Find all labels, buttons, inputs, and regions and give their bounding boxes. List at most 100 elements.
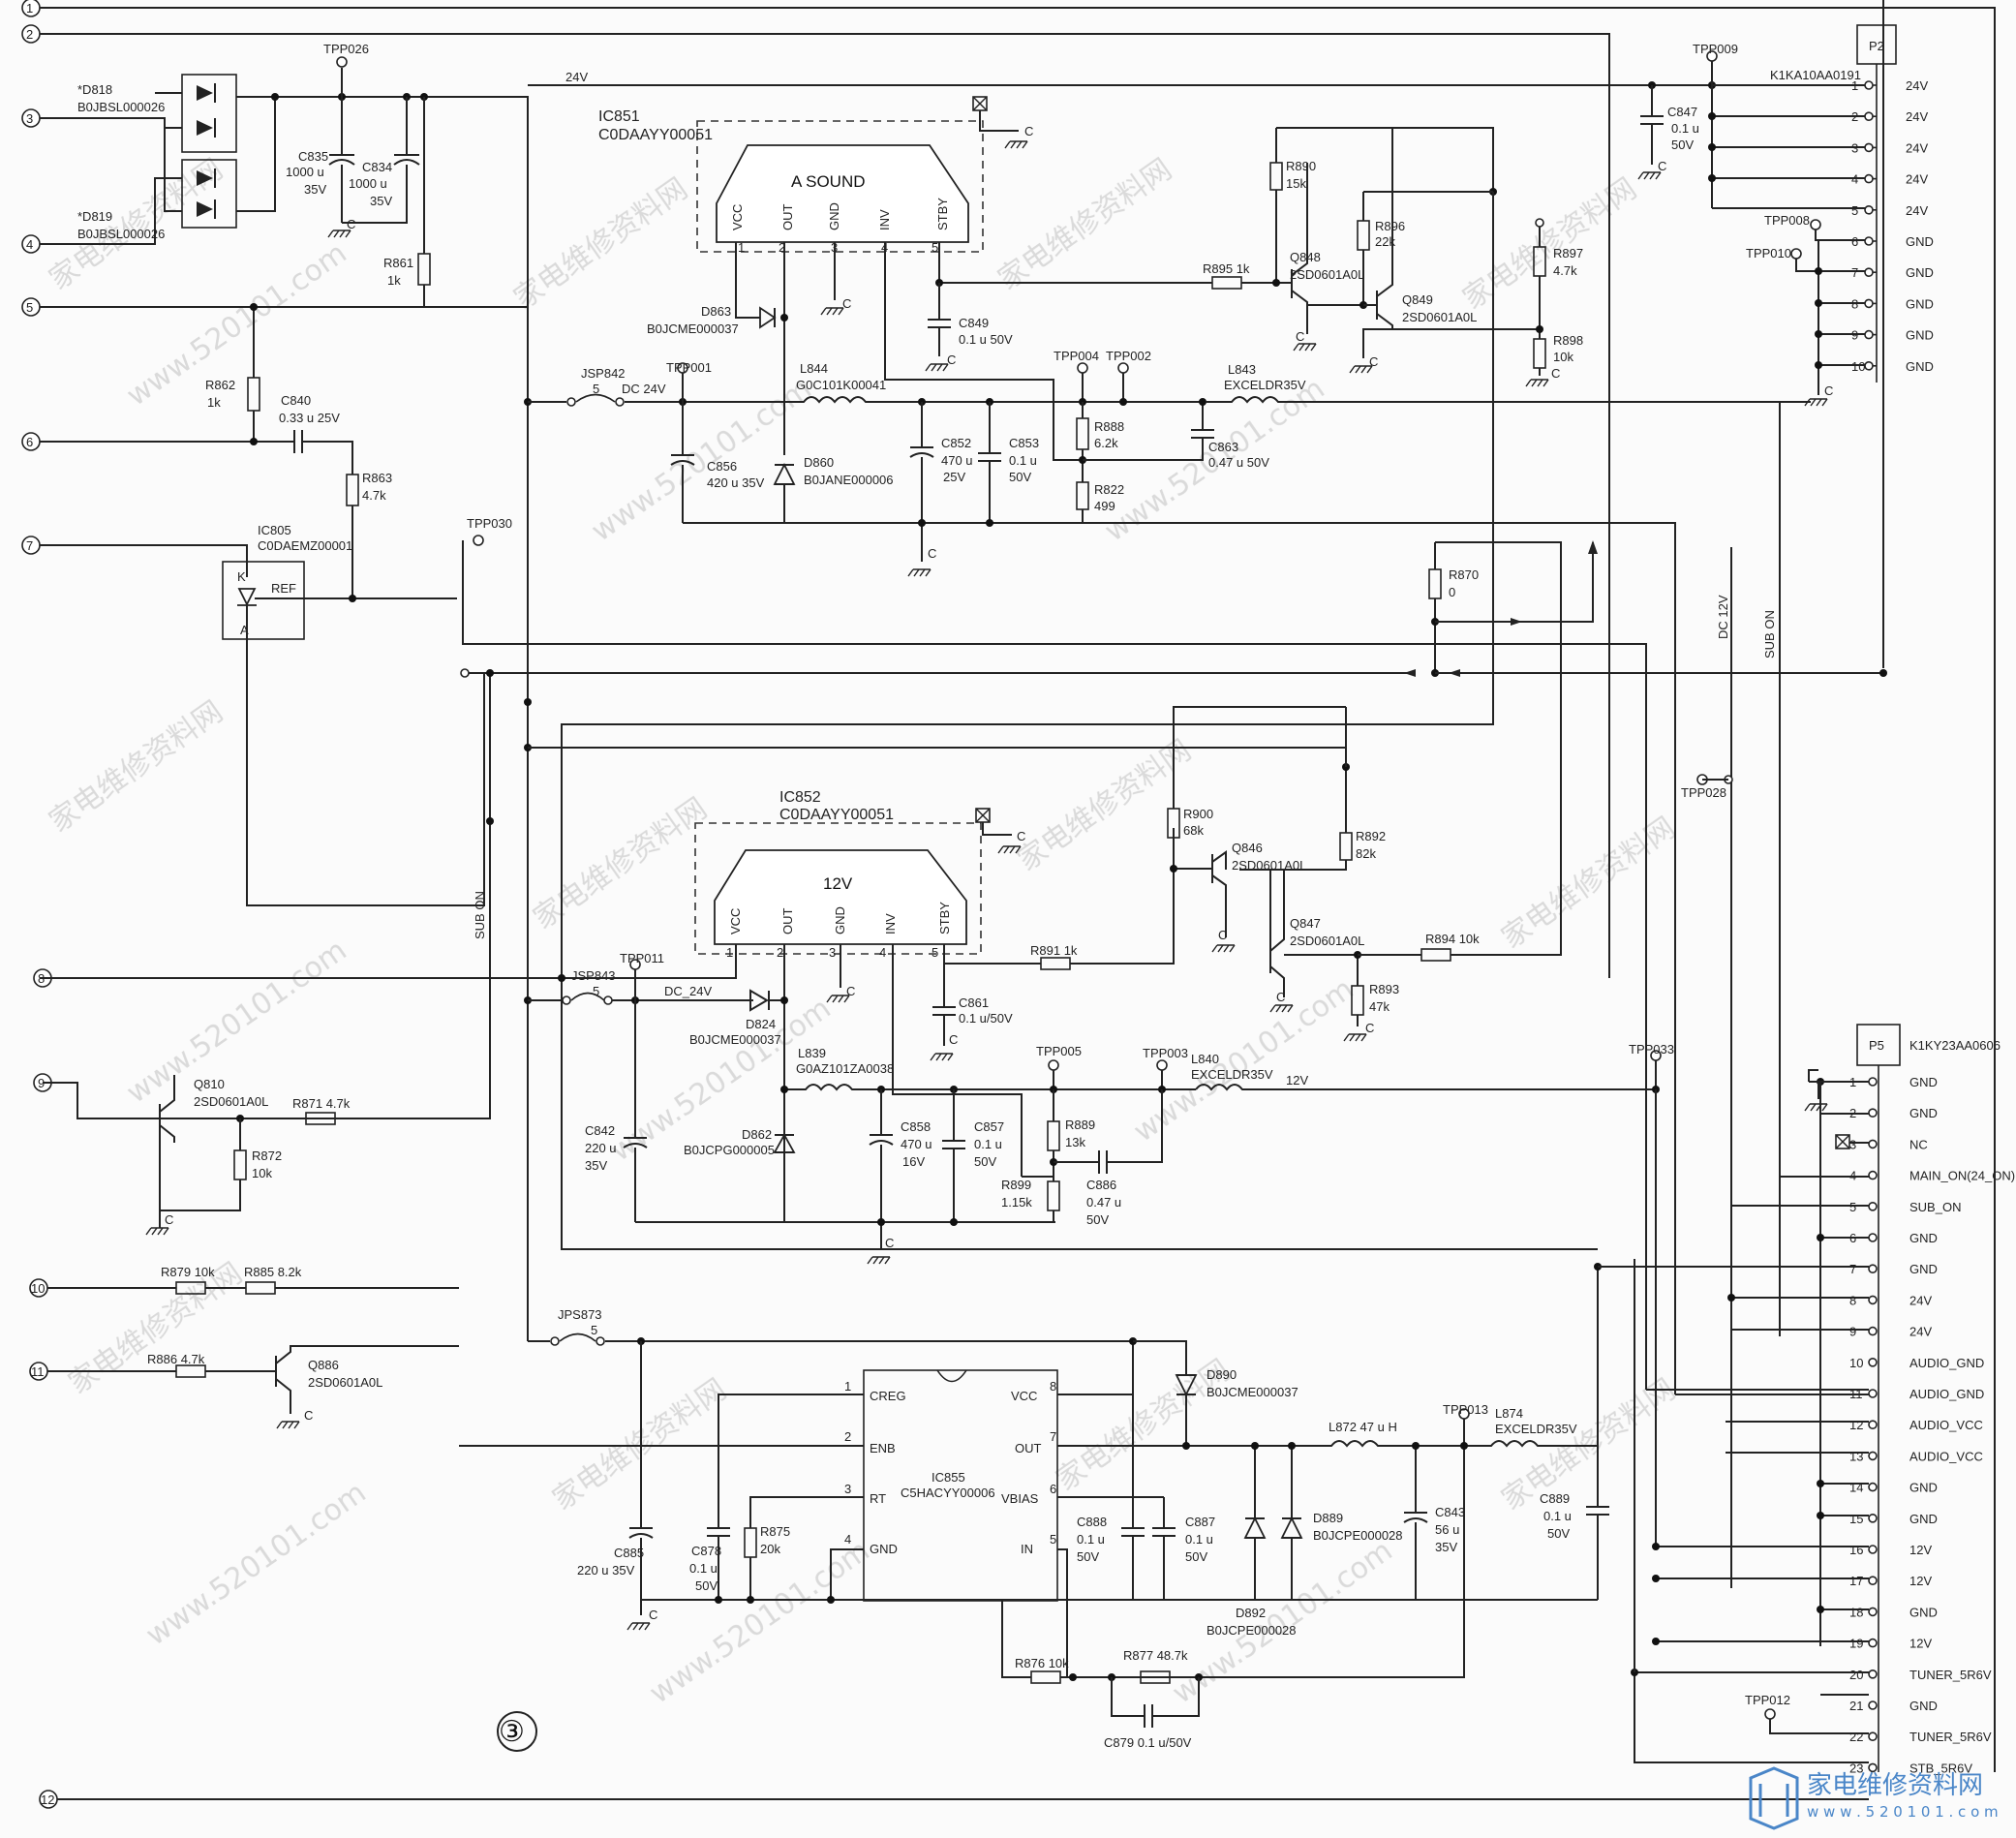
- svg-text:R899: R899: [1001, 1178, 1031, 1192]
- svg-text:3: 3: [26, 111, 33, 126]
- connector-p2: P2 K1KA10AA0191: [1770, 24, 1897, 383]
- svg-text:4: 4: [844, 1532, 851, 1547]
- svg-text:C: C: [842, 296, 851, 311]
- p2-pin: [1864, 236, 1874, 246]
- p5-pin-signal: GND: [1909, 1231, 1938, 1245]
- svg-text:C840: C840: [281, 393, 311, 408]
- svg-text:R894 10k: R894 10k: [1425, 932, 1480, 946]
- svg-text:C0DAAYY00051: C0DAAYY00051: [779, 807, 894, 823]
- p5-pin: [1868, 1170, 1878, 1180]
- svg-text:Q886: Q886: [308, 1358, 339, 1372]
- svg-text:IC851: IC851: [598, 108, 640, 125]
- svg-text:C: C: [1824, 383, 1833, 398]
- svg-text:OUT: OUT: [780, 908, 795, 935]
- p5-pin-signal: AUDIO_VCC: [1909, 1418, 1983, 1432]
- svg-text:TPP026: TPP026: [323, 42, 369, 56]
- svg-text:0.1 u/50V: 0.1 u/50V: [959, 1011, 1013, 1026]
- svg-text:Q849: Q849: [1402, 292, 1433, 307]
- p5-pin-number: 20: [1849, 1668, 1863, 1682]
- svg-text:L843: L843: [1228, 362, 1256, 377]
- p5-pin-signal: AUDIO_VCC: [1909, 1449, 1983, 1463]
- p2-pin-number: 8: [1851, 296, 1858, 311]
- p5-pin: [1868, 1202, 1878, 1211]
- svg-text:499: 499: [1094, 499, 1115, 513]
- p5-pin: [1868, 1358, 1878, 1367]
- p5-pin-signal: 12V: [1909, 1574, 1932, 1588]
- p5-pin: [1868, 1451, 1878, 1461]
- svg-text:2: 2: [844, 1429, 851, 1444]
- svg-text:TPP033: TPP033: [1629, 1042, 1674, 1057]
- svg-text:TPP002: TPP002: [1106, 349, 1151, 363]
- svg-text:1: 1: [26, 1, 33, 15]
- svg-text:C: C: [649, 1608, 657, 1622]
- svg-text:R890: R890: [1286, 159, 1316, 173]
- svg-text:Q846: Q846: [1232, 841, 1263, 855]
- svg-text:C: C: [846, 984, 855, 998]
- svg-text:2: 2: [779, 240, 785, 255]
- svg-text:C: C: [165, 1212, 173, 1227]
- p5-pin-number: 4: [1849, 1169, 1856, 1183]
- svg-text:5: 5: [932, 945, 938, 960]
- p5-pin-number: 22: [1849, 1730, 1863, 1744]
- svg-text:A SOUND: A SOUND: [791, 172, 866, 191]
- svg-text:C: C: [1218, 928, 1227, 942]
- svg-text:Q847: Q847: [1290, 916, 1321, 931]
- svg-text:C: C: [347, 217, 355, 231]
- watermark-text: 家电维修资料网: [63, 1256, 249, 1400]
- svg-text:B0JCME000037: B0JCME000037: [1207, 1385, 1298, 1399]
- p2-pin: [1864, 173, 1874, 184]
- svg-text:82k: 82k: [1356, 846, 1376, 861]
- p2-pin-signal: GND: [1906, 234, 1934, 249]
- svg-text:1: 1: [738, 240, 745, 255]
- svg-text:D889: D889: [1313, 1511, 1343, 1525]
- svg-text:0.1 u: 0.1 u: [974, 1137, 1002, 1151]
- p2-pin-signal: GND: [1906, 265, 1934, 280]
- svg-text:0.1 u: 0.1 u: [689, 1561, 718, 1576]
- svg-text:JSP842: JSP842: [581, 366, 626, 381]
- svg-text:INV: INV: [883, 913, 898, 934]
- svg-text:0.1 u: 0.1 u: [1009, 453, 1037, 468]
- p5-pin: [1868, 1139, 1878, 1149]
- svg-text:INV: INV: [877, 209, 892, 230]
- watermark-text: 家电维修资料网: [508, 171, 694, 316]
- svg-text:22k: 22k: [1375, 234, 1395, 249]
- p5-pin-number: 2: [1849, 1106, 1856, 1120]
- p5-pin: [1868, 1607, 1878, 1617]
- svg-text:R892: R892: [1356, 829, 1386, 843]
- svg-text:C: C: [949, 1032, 958, 1047]
- svg-text:0.33 u 25V: 0.33 u 25V: [279, 411, 340, 425]
- p5-pin-signal: GND: [1909, 1481, 1938, 1495]
- p5-pin-signal: GND: [1909, 1106, 1938, 1120]
- svg-text:EXCELDR35V: EXCELDR35V: [1191, 1067, 1273, 1082]
- svg-text:RT: RT: [870, 1491, 886, 1506]
- svg-text:ENB: ENB: [870, 1441, 896, 1455]
- svg-text:25V: 25V: [943, 470, 965, 484]
- svg-text:STBY: STBY: [935, 198, 950, 230]
- svg-text:C888: C888: [1077, 1515, 1107, 1529]
- svg-text:D824: D824: [746, 1017, 776, 1031]
- p2-pin: [1864, 298, 1874, 309]
- svg-text:G0C101K00041: G0C101K00041: [796, 378, 886, 392]
- svg-text:OUT: OUT: [780, 204, 795, 231]
- svg-text:L844: L844: [800, 361, 828, 376]
- svg-text:35V: 35V: [370, 194, 392, 208]
- svg-text:B0JCPE000028: B0JCPE000028: [1207, 1623, 1297, 1638]
- p5-pin-number: 5: [1849, 1200, 1856, 1214]
- p5-pin-signal: AUDIO_GND: [1909, 1356, 1984, 1370]
- p2-pin: [1864, 267, 1874, 278]
- svg-text:0.1 u: 0.1 u: [1543, 1509, 1572, 1523]
- svg-text:R888: R888: [1094, 419, 1124, 434]
- svg-text:R900: R900: [1183, 807, 1213, 821]
- p5-pin: [1868, 1420, 1878, 1429]
- svg-text:C: C: [1024, 124, 1033, 138]
- svg-text:IC852: IC852: [779, 789, 821, 806]
- svg-text:R895 1k: R895 1k: [1203, 261, 1250, 276]
- svg-text:35V: 35V: [304, 182, 326, 197]
- svg-text:5: 5: [593, 984, 599, 998]
- p5-pin-signal: 12V: [1909, 1637, 1932, 1651]
- svg-text:16V: 16V: [902, 1154, 925, 1169]
- p5-pin: [1868, 1670, 1878, 1679]
- p5-pin: [1868, 1762, 1878, 1773]
